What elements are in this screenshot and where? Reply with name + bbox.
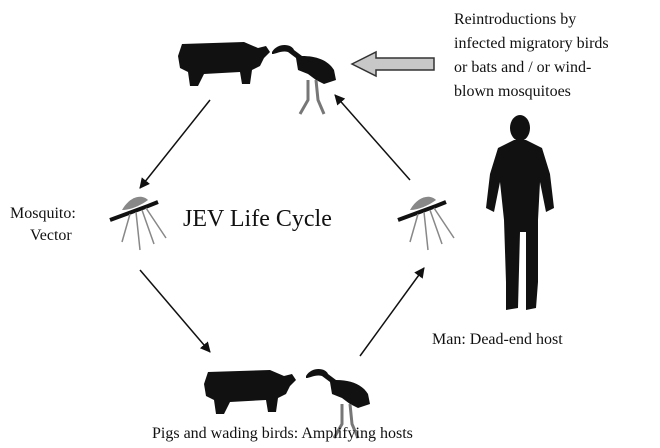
mosquito-label-line-1: Mosquito: (10, 204, 76, 224)
reintroductions-label-line-2: infected migratory birds (454, 34, 609, 54)
reintroductions-label-line-1: Reintroductions by (454, 10, 576, 30)
mosquito-label-line-2: Vector (30, 226, 72, 246)
diagram-title: JEV Life Cycle (183, 204, 332, 234)
reintroductions-label-line-3: or bats and / or wind- (454, 58, 591, 78)
pig-icon (204, 370, 296, 414)
arrow-right-mosquito-to-top (335, 95, 410, 180)
pig-icon (178, 42, 270, 86)
arrow-left-mosquito-to-bottom (140, 270, 210, 352)
arrow-top-to-left-mosquito (140, 100, 210, 188)
mosquito-icon (398, 197, 454, 250)
man-host-label: Man: Dead-end host (432, 330, 563, 350)
mosquito-icon (110, 197, 166, 250)
reintroduction-block-arrow (352, 52, 434, 76)
man-silhouette-icon (486, 115, 554, 310)
arrow-bottom-to-right-mosquito (360, 268, 424, 356)
wading-bird-icon (272, 45, 336, 114)
amplifying-hosts-label: Pigs and wading birds: Amplifying hosts (152, 424, 413, 444)
reintroductions-label-line-4: blown mosquitoes (454, 82, 571, 102)
